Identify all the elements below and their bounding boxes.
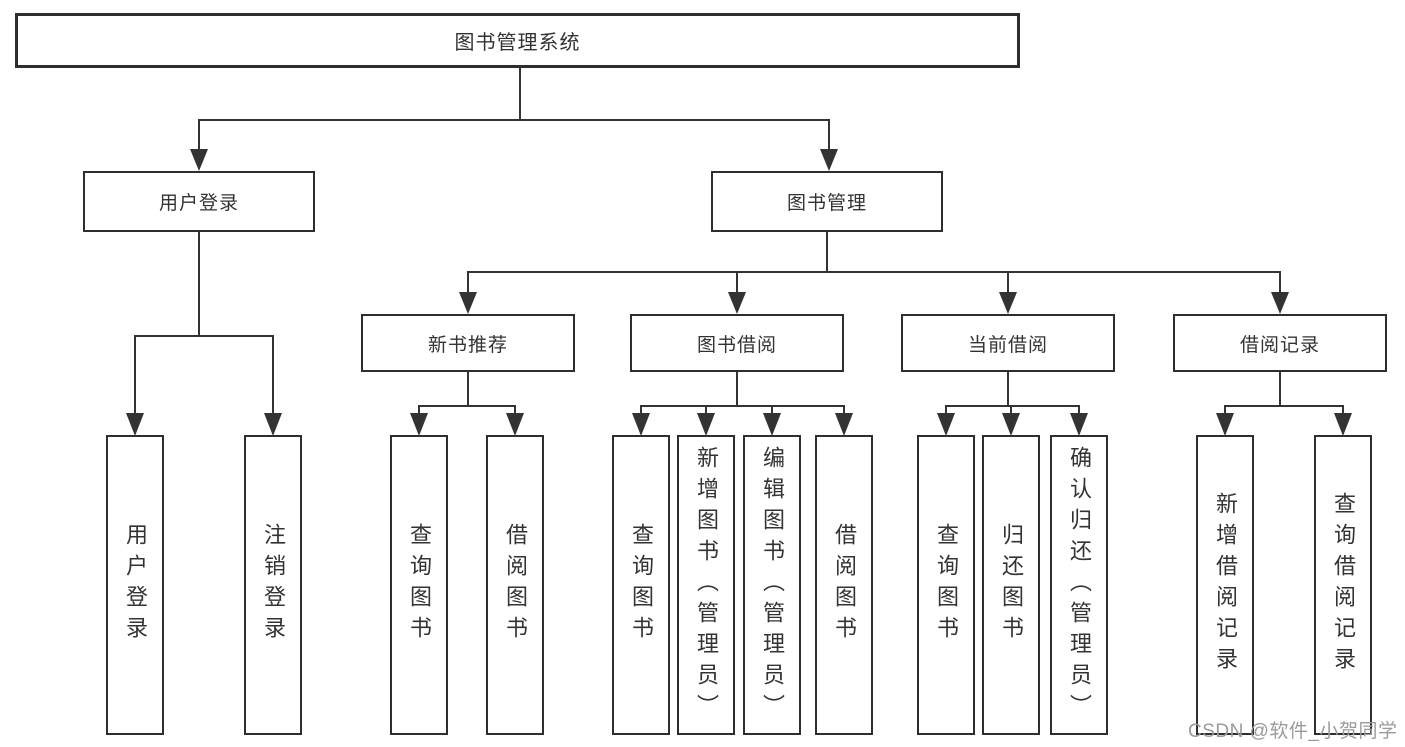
leaf-borrow-books-recommend: 借阅图书 bbox=[486, 435, 544, 735]
csdn-watermark: CSDN @软件_小贺同学 bbox=[1188, 721, 1398, 742]
leaf-add-books-admin: 新增图书（管理员） bbox=[677, 435, 735, 735]
node-new-book-recommend: 新书推荐 bbox=[361, 314, 575, 372]
node-user-login-branch: 用户登录 bbox=[83, 171, 315, 232]
leaf-logout: 注销登录 bbox=[244, 435, 302, 735]
leaf-borrow-books: 借阅图书 bbox=[815, 435, 873, 735]
node-root-library-system: 图书管理系统 bbox=[15, 13, 1020, 68]
leaf-user-login: 用户登录 bbox=[106, 435, 164, 735]
leaf-query-books-borrow: 查询图书 bbox=[612, 435, 670, 735]
node-book-borrow: 图书借阅 bbox=[630, 314, 844, 372]
node-borrow-records: 借阅记录 bbox=[1173, 314, 1387, 372]
node-current-borrow: 当前借阅 bbox=[901, 314, 1115, 372]
leaf-query-borrow-record: 查询借阅记录 bbox=[1314, 435, 1372, 735]
leaf-edit-books-admin: 编辑图书（管理员） bbox=[743, 435, 801, 735]
leaf-query-books-current: 查询图书 bbox=[917, 435, 975, 735]
node-book-management-branch: 图书管理 bbox=[711, 171, 943, 232]
leaf-return-books: 归还图书 bbox=[982, 435, 1040, 735]
leaf-query-books-recommend: 查询图书 bbox=[390, 435, 448, 735]
leaf-confirm-return-admin: 确认归还（管理员） bbox=[1050, 435, 1108, 735]
leaf-add-borrow-record: 新增借阅记录 bbox=[1196, 435, 1254, 735]
